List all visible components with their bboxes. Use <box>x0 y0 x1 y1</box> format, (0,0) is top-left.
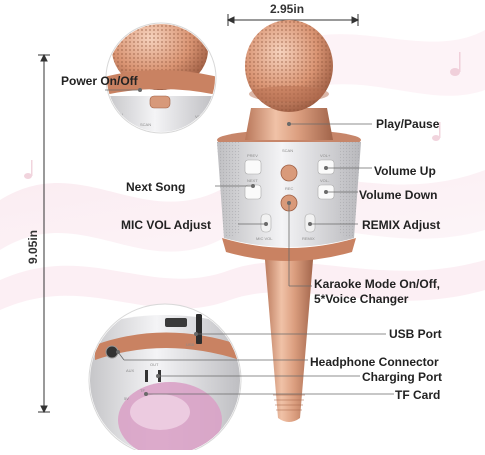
label-next-song: Next Song <box>126 180 186 194</box>
label-volume-up: Volume Up <box>374 164 436 178</box>
rec-text: REC <box>285 186 294 191</box>
microphone: PREV SCAN VOL+ NEXT REC VOL- MIC VOL REM… <box>217 20 361 422</box>
next-text: NEXT <box>247 178 258 183</box>
five-v-text: 5V <box>124 396 129 401</box>
height-label: 9.05in <box>26 229 41 265</box>
callout-lines <box>105 88 394 396</box>
scan-text: SCAN <box>282 148 293 153</box>
panel-labels: PREV SCAN VOL+ NEXT REC VOL- MIC VOL REM… <box>247 148 331 241</box>
tf-text: TF <box>140 388 145 393</box>
label-headphone: Headphone Connector <box>310 355 439 369</box>
power-switch-zoom: SCAN VOL+ PREV <box>105 22 217 134</box>
music-note-icon <box>24 52 461 179</box>
label-remix: REMIX Adjust <box>362 218 441 232</box>
vol-minus-text: VOL- <box>320 178 330 183</box>
out-text: OUT <box>150 362 159 367</box>
prev-text: PREV <box>247 153 258 158</box>
svg-text:SCAN: SCAN <box>140 122 151 127</box>
label-volume-down: Volume Down <box>359 188 438 202</box>
width-label: 2.95in <box>270 2 305 16</box>
label-tf-card: TF Card <box>395 388 441 402</box>
label-karaoke-line2: 5*Voice Changer <box>314 292 409 306</box>
vol-plus-text: VOL+ <box>320 153 331 158</box>
height-dimension <box>38 53 50 414</box>
usb-text: USB <box>186 342 195 347</box>
mic-vol-text: MIC VOL <box>256 236 273 241</box>
label-charging: Charging Port <box>362 370 442 384</box>
label-power: Power On/Off <box>61 74 138 88</box>
label-karaoke-line1: Karaoke Mode On/Off, <box>314 277 441 291</box>
label-play-pause: Play/Pause <box>376 117 440 131</box>
aux-text: AUX <box>126 368 135 373</box>
label-mic-vol: MIC VOL Adjust <box>121 218 211 232</box>
ports-zoom: USB TF 5V AUX OUT <box>88 303 242 455</box>
remix-text: REMIX <box>302 236 315 241</box>
label-usb-port: USB Port <box>389 327 442 341</box>
width-dimension <box>226 14 360 26</box>
